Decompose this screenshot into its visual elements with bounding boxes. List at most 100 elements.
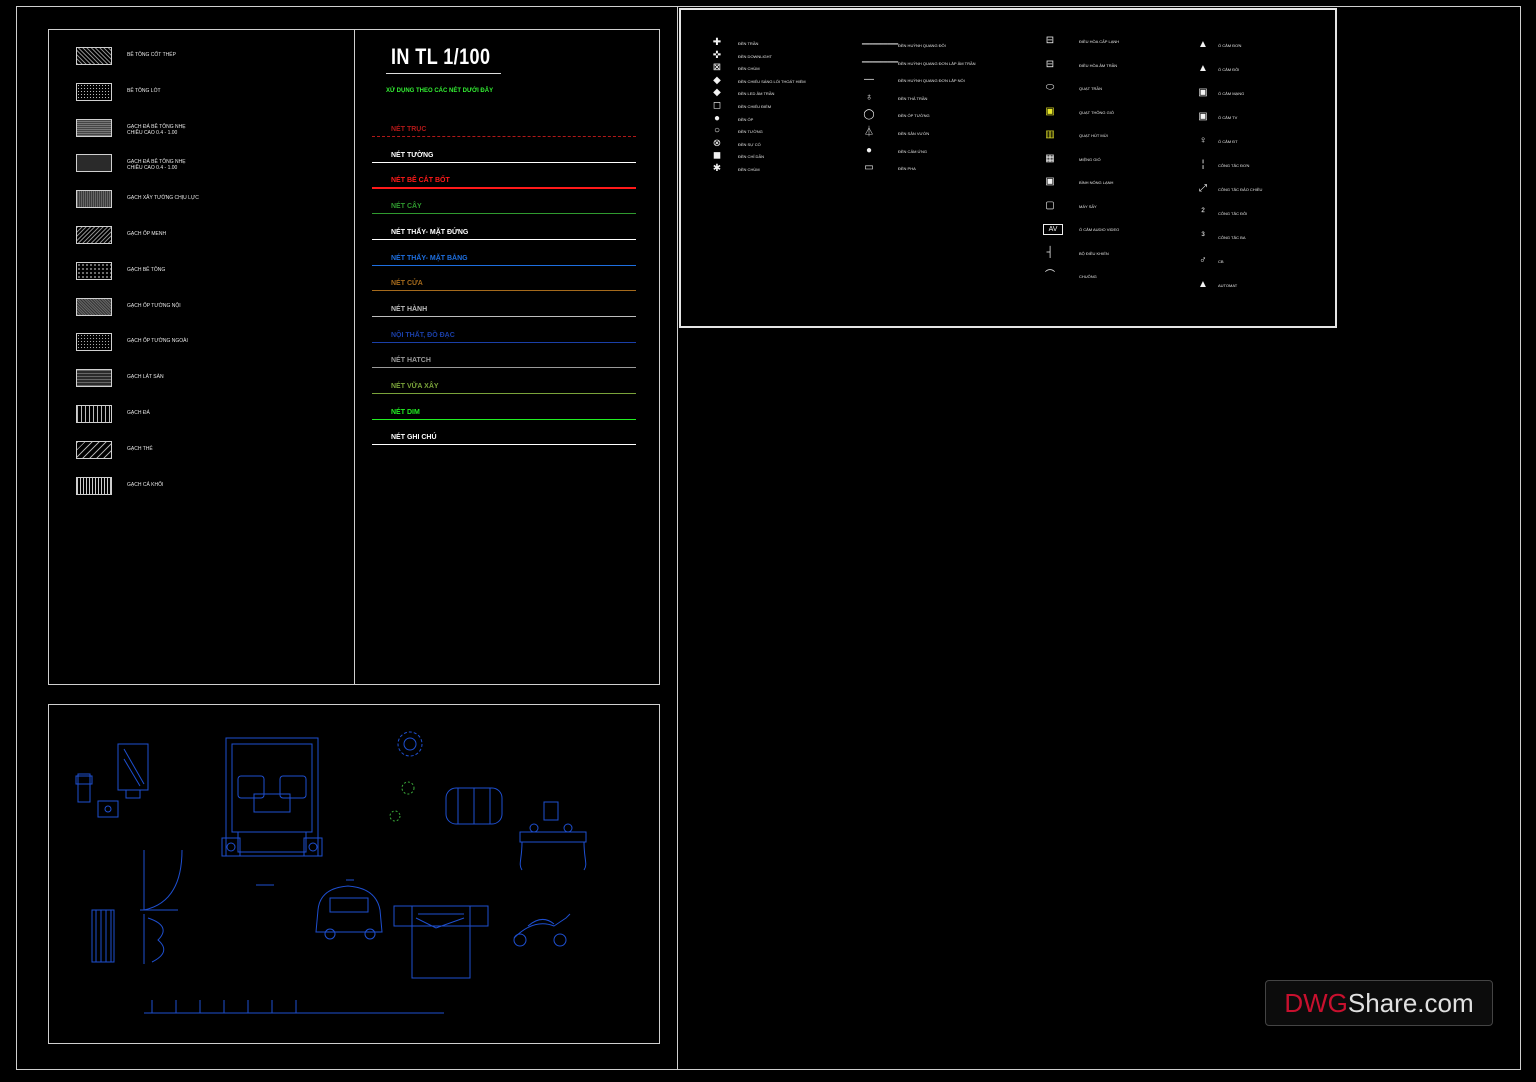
hatch-sample bbox=[76, 333, 112, 352]
legend-symbol-icon: ▲ bbox=[1198, 39, 1208, 50]
legend-symbol-icon: ● bbox=[713, 112, 721, 124]
legend-symbol-icon: ♂ bbox=[1199, 255, 1207, 266]
line-label: NÉT DIM bbox=[391, 408, 420, 416]
legend-symbol-label: Ổ CẮM ĐÔI bbox=[1218, 67, 1240, 72]
legend-symbol-label: ĐÈN LED ÂM TRẦN bbox=[738, 91, 775, 97]
legend-symbol-icon: ┤ bbox=[1046, 246, 1054, 258]
line-sample bbox=[372, 136, 636, 137]
legend-symbol-label: ĐÈN TƯỜNG bbox=[738, 129, 763, 135]
hatch-label: BÊ TÔNG LÓT bbox=[127, 87, 161, 94]
legend-symbol-icon: ━━━━━━━━━━ bbox=[862, 59, 899, 66]
legend-symbol-label: ĐÈN SÂN VƯỜN bbox=[898, 131, 930, 136]
vertical-divider bbox=[677, 6, 678, 1070]
legend-symbol-icon: ✜ bbox=[712, 49, 722, 61]
water-tank-block bbox=[445, 787, 503, 825]
single-bed-block bbox=[393, 905, 489, 979]
hatch-label: GẠCH ĐÁ BÊ TÔNG NHẸ bbox=[127, 159, 186, 166]
legend-symbol-icon: ³ bbox=[1201, 231, 1205, 242]
legend-symbol-icon: ⬭ bbox=[1045, 82, 1055, 93]
legend-symbol-label: BỘ ĐIỀU KHIỂN bbox=[1079, 250, 1109, 256]
legend-symbol-icon: ▣ bbox=[1045, 105, 1055, 117]
legend-symbol-label: ĐÈN TRẦN bbox=[738, 41, 759, 46]
line-label: NÉT THẤY- MẶT BẰNG bbox=[391, 254, 468, 262]
legend-symbol-label: Ổ CẮM MẠNG bbox=[1218, 91, 1245, 96]
hatch-sample bbox=[76, 118, 112, 137]
legend-symbol-icon: AV bbox=[1043, 224, 1063, 235]
line-sample bbox=[372, 341, 636, 343]
line-sample bbox=[372, 161, 636, 163]
legend-symbol-label: CHUÔNG bbox=[1079, 274, 1097, 279]
line-sample bbox=[372, 238, 636, 240]
line-sample bbox=[372, 444, 636, 446]
legend-symbol-label: ĐÈN THẢ TRẦN bbox=[898, 95, 928, 101]
legend-symbol-icon: ▦ bbox=[1045, 152, 1055, 164]
line-label: NÉT GHI CHÚ bbox=[391, 434, 437, 442]
hatch-sample bbox=[76, 226, 112, 244]
line-label: NÉT CÂY bbox=[391, 203, 422, 211]
legend-symbol-label: ĐÈN HUỲNH QUANG ĐƠN LẮP NỔI bbox=[898, 78, 965, 84]
legend-symbol-icon: ⊟ bbox=[1045, 58, 1055, 70]
toilet-block bbox=[75, 773, 93, 803]
legend-symbol-icon: ◯ bbox=[863, 109, 875, 121]
line-sample bbox=[372, 264, 636, 266]
legend-symbol-label: ĐÈN DOWNLIGHT bbox=[738, 53, 772, 59]
legend-symbol-label: Ổ CẮM ĐƠN bbox=[1218, 43, 1242, 48]
hatch-label: GẠCH ỐP TƯỜNG NGOÀI bbox=[127, 338, 188, 345]
hatch-sublabel: CHIỀU CAO 0.4 - 1.00 bbox=[127, 165, 178, 172]
line-label: NÉT BÊ CẮT BỐT bbox=[391, 177, 450, 185]
legend-symbol-icon: ▲ bbox=[1198, 63, 1208, 74]
legend-symbol-icon: ▥ bbox=[1045, 129, 1055, 140]
hatch-label: GẠCH CẢ KHỐI bbox=[127, 481, 164, 488]
symbols-sheet bbox=[679, 8, 1337, 328]
stair-block bbox=[91, 909, 115, 963]
legend-symbol-icon: ✚ bbox=[712, 37, 722, 48]
legend-symbol-icon: ▭ bbox=[864, 162, 874, 174]
line-label: NỘI THẤT, ĐỒ ĐẠC bbox=[391, 331, 455, 339]
legend-symbol-label: CÔNG TẮC ĐẢO CHIỀU bbox=[1218, 187, 1263, 192]
hatch-sample bbox=[76, 405, 112, 423]
legend-symbol-label: Ổ CẮM ĐT bbox=[1218, 139, 1238, 144]
legend-symbol-icon: ▣ bbox=[1198, 87, 1208, 98]
legend-symbol-label: ĐÈN HUỲNH QUANG ĐƠN LẮP ÂM TRẦN bbox=[898, 60, 976, 66]
furniture-sheet bbox=[48, 704, 660, 1044]
legend-symbol-icon: ¦ bbox=[1201, 159, 1205, 170]
legend-symbol-icon: ⏃ bbox=[864, 127, 874, 138]
legend-divider bbox=[354, 29, 355, 685]
legend-symbol-label: ĐÈN HUỲNH QUANG ĐÔI bbox=[898, 43, 946, 48]
legend-symbol-label: AUTOMAT bbox=[1218, 283, 1238, 288]
hatch-sample bbox=[76, 476, 112, 495]
hatch-label: GẠCH BÊ TÔNG bbox=[127, 266, 166, 273]
watermark-brand-red: DWG bbox=[1284, 987, 1348, 1018]
line-label: NÉT HÀNH bbox=[391, 305, 428, 313]
hatch-sample bbox=[76, 47, 112, 65]
hatch-sample bbox=[76, 297, 112, 316]
legend-symbol-label: ĐÈN ỐP bbox=[738, 116, 754, 122]
water-heater-block bbox=[117, 743, 149, 799]
hatch-sublabel: CHIỀU CAO 0.4 - 1.00 bbox=[127, 129, 178, 136]
line-label: NÉT CỬA bbox=[391, 280, 423, 288]
legend-symbol-label: CÔNG TẮC BA bbox=[1218, 235, 1246, 240]
vanity-table-block bbox=[519, 801, 587, 871]
legend-symbol-label: ĐÈN SỰ CỐ bbox=[738, 141, 761, 147]
hatch-sample bbox=[76, 369, 112, 388]
door-swing-block bbox=[143, 849, 183, 911]
legend-symbol-label: ĐÈN CHỈ DẪN bbox=[738, 154, 765, 160]
legend-symbol-label: QUẠT HÚT MÙI bbox=[1079, 133, 1108, 138]
legend-symbol-icon: ◆ bbox=[713, 74, 721, 86]
legend-symbol-label: MIỆNG GIÓ bbox=[1079, 156, 1101, 162]
door-panel-block bbox=[140, 909, 178, 964]
legend-symbol-icon: ⤢ bbox=[1199, 183, 1207, 194]
legend-symbol-label: ĐÈN CẢM ỨNG bbox=[898, 148, 927, 154]
legend-symbol-icon: ² bbox=[1201, 207, 1205, 218]
legend-symbol-icon: ▢ bbox=[1045, 199, 1055, 211]
line-sample bbox=[372, 367, 636, 369]
car-block bbox=[315, 879, 383, 940]
hatch-label: GẠCH XÂY TƯỜNG CHỊU LỰC bbox=[127, 195, 199, 202]
line-label: NÉT HATCH bbox=[391, 357, 431, 365]
legend-symbol-icon: ● bbox=[865, 144, 873, 156]
legend-symbol-label: ĐÈN CHÙM bbox=[738, 66, 760, 72]
line-sample bbox=[372, 418, 636, 420]
legend-symbol-label: MÁY SẤY bbox=[1079, 203, 1097, 209]
